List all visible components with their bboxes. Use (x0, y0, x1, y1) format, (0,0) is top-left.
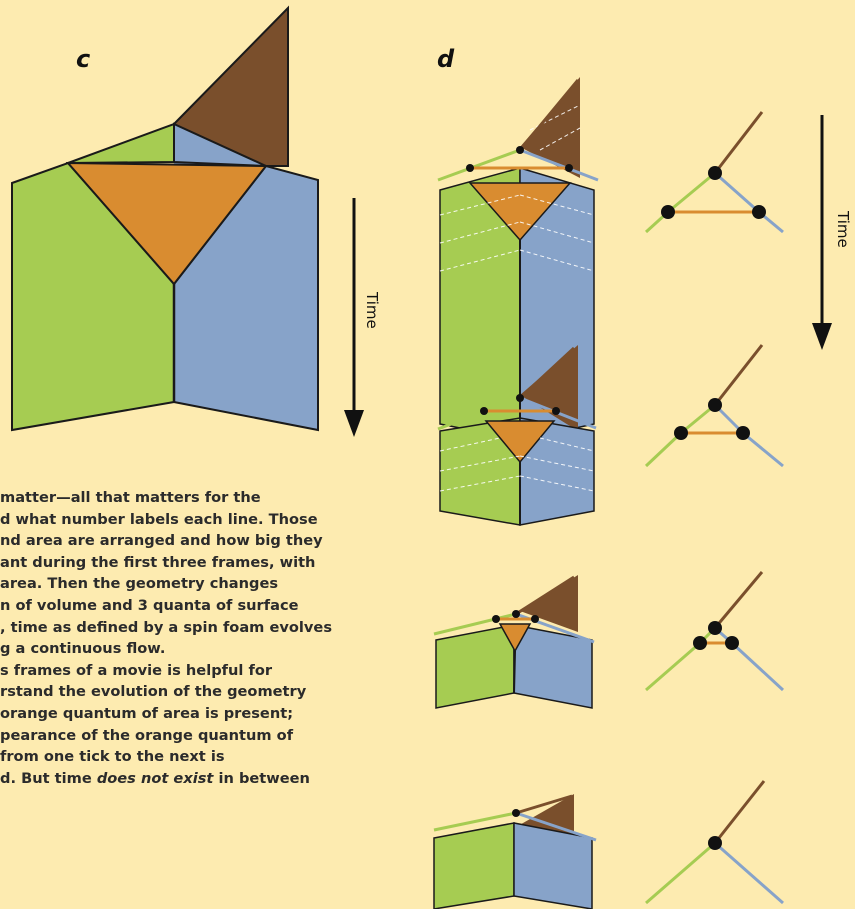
caption-line-text: pearance of the orange quantum of (0, 726, 294, 744)
caption-line: d what number labels each line. Those (0, 509, 415, 531)
frame-4-geometry (433, 794, 597, 909)
caption-line-text: from one tick to the next is (0, 748, 225, 766)
caption-line-text: rstand the evolution of the geometry (0, 683, 307, 701)
time-label-c: Time (363, 291, 381, 329)
caption-line-text: d what number labels each line. Those (0, 510, 318, 528)
caption-line: orange quantum of area is present; (0, 703, 415, 725)
time-arrowhead-c (344, 410, 364, 437)
caption-line-text: orange quantum of area is present; (0, 704, 294, 722)
time-label-d: Time (834, 210, 852, 248)
caption-line: nd area are arranged and how big they (0, 530, 415, 552)
frame-4-spin-network (645, 780, 784, 905)
panel-d-label: d (437, 45, 455, 73)
caption-line: , time as defined by a spin foam evolves (0, 617, 415, 639)
caption-line-text: , time as defined by a spin foam evolves (0, 618, 333, 636)
orange-triangle-face (65, 161, 269, 286)
frame-3-spin-network (645, 571, 785, 692)
caption-line-text: d. But time (0, 769, 97, 787)
caption-line-text: n of volume and 3 quanta of surface (0, 596, 299, 614)
caption-line-text: ant during the first three frames, with (0, 553, 316, 571)
caption-line: rstand the evolution of the geometry (0, 681, 415, 703)
green-face-upper (67, 122, 175, 164)
caption-line: pearance of the orange quantum of (0, 725, 415, 747)
frame-2-spin-network (644, 344, 784, 468)
frame-3-geometry (433, 575, 595, 709)
caption-line-text: area. Then the geometry changes (0, 575, 279, 593)
frame-2-geometry (437, 345, 597, 526)
panel-d: d Time (433, 45, 852, 909)
caption-line-text: g a continuous flow. (0, 640, 166, 658)
caption-emphasis: does not exist (96, 769, 214, 787)
caption-line: matter—all that matters for the (0, 487, 415, 509)
caption-line: from one tick to the next is (0, 746, 415, 768)
blue-face-upper (173, 122, 267, 167)
caption-line-text: nd area are arranged and how big they (0, 532, 323, 550)
caption-line: s frames of a movie is helpful for (0, 660, 415, 682)
caption-line-text: s frames of a movie is helpful for (0, 661, 273, 679)
caption-line-text: matter—all that matters for the (0, 489, 261, 506)
frame-1-spin-network (644, 111, 784, 234)
caption-line: g a continuous flow. (0, 638, 415, 660)
time-arrowhead-d (812, 323, 832, 350)
caption-line: ant during the first three frames, with (0, 552, 415, 574)
caption-text: matter—all that matters for the d what nu… (0, 487, 415, 789)
caption-line-text: in between (213, 769, 310, 787)
frame-1-geometry (437, 77, 599, 441)
panel-c: c Time (11, 5, 381, 437)
caption-line: n of volume and 3 quanta of surface (0, 595, 415, 617)
panel-c-label: c (76, 45, 90, 73)
caption-line: d. But time does not exist in between (0, 768, 415, 790)
caption-line: area. Then the geometry changes (0, 573, 415, 595)
